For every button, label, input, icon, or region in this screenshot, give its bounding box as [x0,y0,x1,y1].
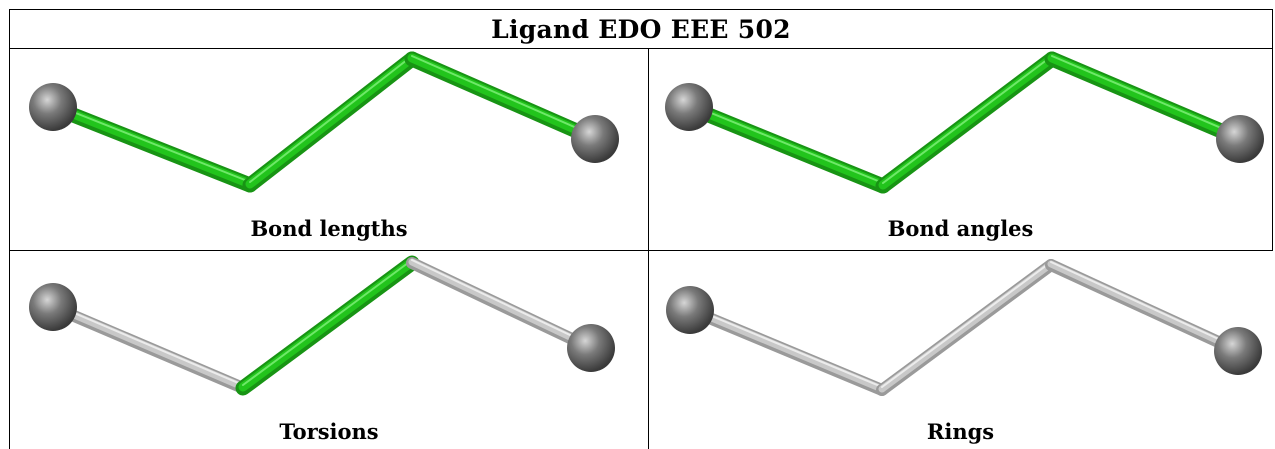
atom-sphere [571,115,619,163]
table-left-border [9,9,10,449]
title-row-divider [9,48,1273,49]
molecule-view-bond-angles [665,51,1264,194]
panel-bond-angles: Bond angles [649,49,1272,250]
molecule-view-rings [666,259,1262,396]
table-top-border [9,9,1273,10]
panel-caption: Torsions [279,419,379,444]
highlighted-bond [875,51,1060,194]
panel-torsions: Torsions [10,251,648,449]
highlighted-bond [681,99,891,194]
atom-sphere [665,83,713,131]
molecule-view-torsions [29,255,615,396]
atom-sphere [1214,327,1262,375]
highlighted-bond [45,99,258,193]
highlighted-bond [242,51,420,193]
highlighted-bond [404,51,603,147]
highlighted-bond [1044,51,1248,147]
atom-sphere [29,283,77,331]
middle-row-divider [9,250,1273,251]
panel-caption: Bond lengths [250,216,408,241]
table-right-border [1272,9,1273,251]
bond [1045,259,1244,357]
column-divider [648,48,649,449]
bond [47,301,249,394]
atom-sphere [567,324,615,372]
atom-sphere [1216,115,1264,163]
bond [876,259,1057,396]
panel-rings: Rings [649,251,1272,449]
highlighted-bond [235,255,420,396]
atom-sphere [666,286,714,334]
bond [406,257,597,354]
atom-sphere [29,83,77,131]
bond [684,304,888,396]
panel-bond-lengths: Bond lengths [10,49,648,250]
molecule-view-bond-lengths [29,51,619,193]
panel-caption: Bond angles [887,216,1034,241]
panel-caption: Rings [926,419,995,444]
ligand-title: Ligand EDO EEE 502 [491,14,791,44]
